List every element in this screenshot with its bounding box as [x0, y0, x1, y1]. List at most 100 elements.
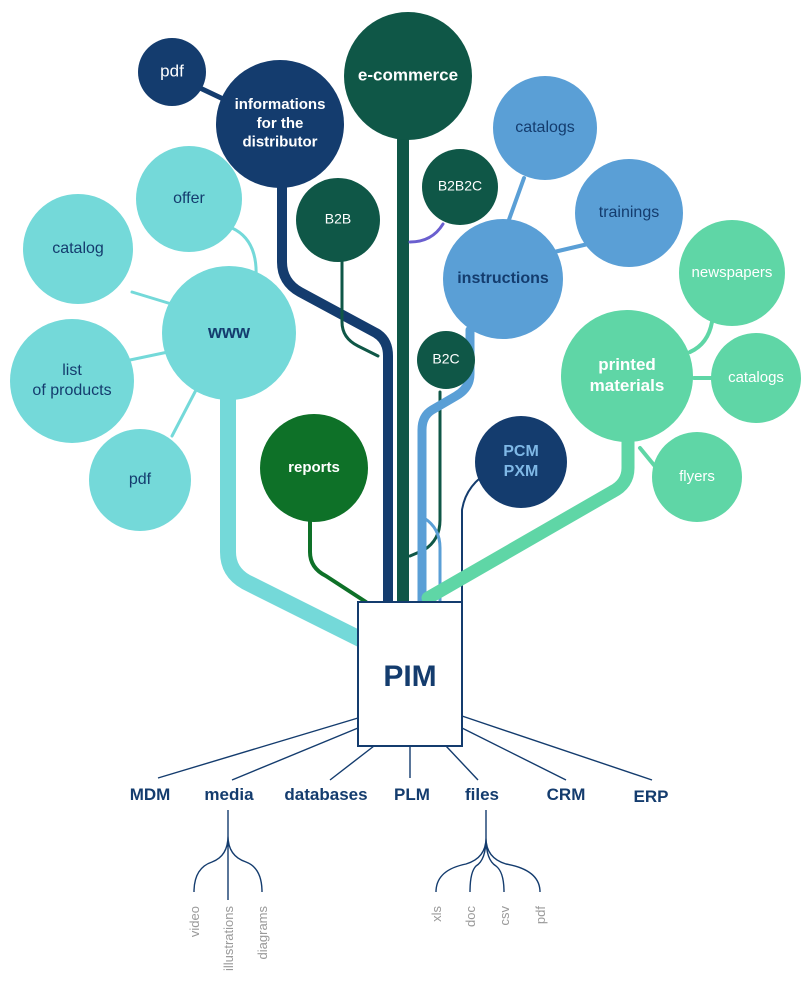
root-media — [231, 727, 359, 781]
node-label: informations — [235, 96, 326, 113]
node-circle — [138, 38, 206, 106]
branch-b2b-trunk — [340, 256, 380, 358]
node-list-products: list of products — [10, 319, 134, 443]
source-label-crm: CRM — [547, 785, 586, 804]
branch-reports-pim — [308, 510, 368, 604]
file-item-pdf: pdf — [533, 906, 548, 924]
node-ecommerce: e-commerce — [344, 12, 472, 140]
node-circle — [679, 220, 785, 326]
node-catalogs-top: catalogs — [493, 76, 597, 180]
branch-printed-trunk — [421, 423, 635, 605]
root-files-split — [435, 810, 541, 893]
node-label: catalogs — [515, 119, 575, 136]
root-erp — [461, 715, 653, 781]
node-label: offer — [173, 190, 205, 207]
node-label: PCM — [503, 443, 539, 460]
node-label: PXM — [504, 463, 539, 480]
root-databases — [329, 745, 375, 781]
file-item-csv: csv — [497, 906, 512, 926]
branch-b2b2c-trunk — [408, 222, 445, 244]
node-flyers: flyers — [652, 432, 742, 522]
node-label: pdf — [160, 61, 184, 80]
source-label-databases: databases — [284, 785, 367, 804]
nodes: pdf informations for the distributor e-comme… — [10, 12, 801, 531]
node-label: pdf — [129, 471, 152, 488]
node-label: for the — [257, 115, 304, 132]
node-label: of products — [32, 382, 111, 399]
source-label-files: files — [465, 785, 499, 804]
roots — [157, 715, 653, 900]
node-circle — [443, 219, 563, 339]
node-circle — [136, 146, 242, 252]
node-reports: reports — [260, 414, 368, 522]
node-info: informations for the distributor — [216, 60, 344, 188]
branch-info-trunk — [277, 171, 393, 607]
node-circle — [296, 178, 380, 262]
node-b2b2c: B2B2C — [422, 149, 498, 225]
node-newspapers: newspapers — [679, 220, 785, 326]
node-circle — [10, 319, 134, 443]
node-pdf-top: pdf — [138, 38, 206, 106]
node-circle — [561, 310, 693, 442]
node-label: materials — [590, 376, 665, 395]
node-circle — [711, 333, 801, 423]
node-label: catalogs — [728, 369, 784, 386]
root-files — [445, 745, 479, 781]
node-catalogs-right: catalogs — [711, 333, 801, 423]
node-circle — [475, 416, 567, 508]
node-pdf-left: pdf — [89, 429, 191, 531]
media-item-video: video — [187, 906, 202, 937]
node-circle — [162, 266, 296, 400]
node-circle — [260, 414, 368, 522]
node-circle — [216, 60, 344, 188]
source-label-media: media — [204, 785, 254, 804]
source-label-erp: ERP — [634, 787, 669, 806]
node-label: reports — [288, 459, 340, 476]
media-item-diagrams: diagrams — [255, 906, 270, 960]
node-instructions: instructions — [443, 219, 563, 339]
node-label: newspapers — [692, 264, 773, 281]
branch-newspapers-printed — [688, 320, 714, 354]
source-labels: MDM media databases PLM files CRM ERP — [130, 785, 669, 806]
node-offer: offer — [136, 146, 242, 252]
node-label: e-commerce — [358, 65, 458, 84]
file-item-xls: xls — [429, 906, 444, 922]
pim-box: PIM — [357, 601, 463, 747]
node-label: distributor — [243, 134, 318, 151]
branch-trainings-instructions — [552, 242, 590, 254]
node-b2b: B2B — [296, 178, 380, 262]
node-label: list — [62, 362, 82, 379]
node-label: www — [207, 322, 251, 342]
node-circle — [417, 331, 475, 389]
node-www: www — [162, 266, 296, 400]
node-label: B2C — [432, 351, 459, 367]
pim-label: PIM — [383, 660, 436, 693]
node-circle — [23, 194, 133, 304]
node-pcm: PCM PXM — [475, 416, 567, 508]
node-trainings: trainings — [575, 159, 683, 267]
node-label: trainings — [599, 204, 659, 221]
node-circle — [89, 429, 191, 531]
node-circle — [575, 159, 683, 267]
node-circle — [422, 149, 498, 225]
source-label-plm: PLM — [394, 785, 430, 804]
node-label: instructions — [457, 270, 549, 287]
node-label: B2B — [325, 211, 351, 227]
node-label: flyers — [679, 468, 715, 485]
source-label-mdm: MDM — [130, 785, 171, 804]
root-mdm — [157, 717, 359, 779]
root-crm — [461, 727, 567, 781]
branch-pdf-www — [170, 388, 198, 438]
root-media-split — [193, 810, 263, 900]
node-circle — [344, 12, 472, 140]
media-item-illustrations: illustrations — [221, 906, 236, 972]
branch-instructions-trunk — [417, 325, 475, 607]
node-b2c: B2C — [417, 331, 475, 389]
branch-www-trunk — [220, 357, 370, 648]
node-label: catalog — [52, 240, 104, 257]
node-label: printed — [598, 355, 656, 374]
node-label: B2B2C — [438, 178, 482, 194]
